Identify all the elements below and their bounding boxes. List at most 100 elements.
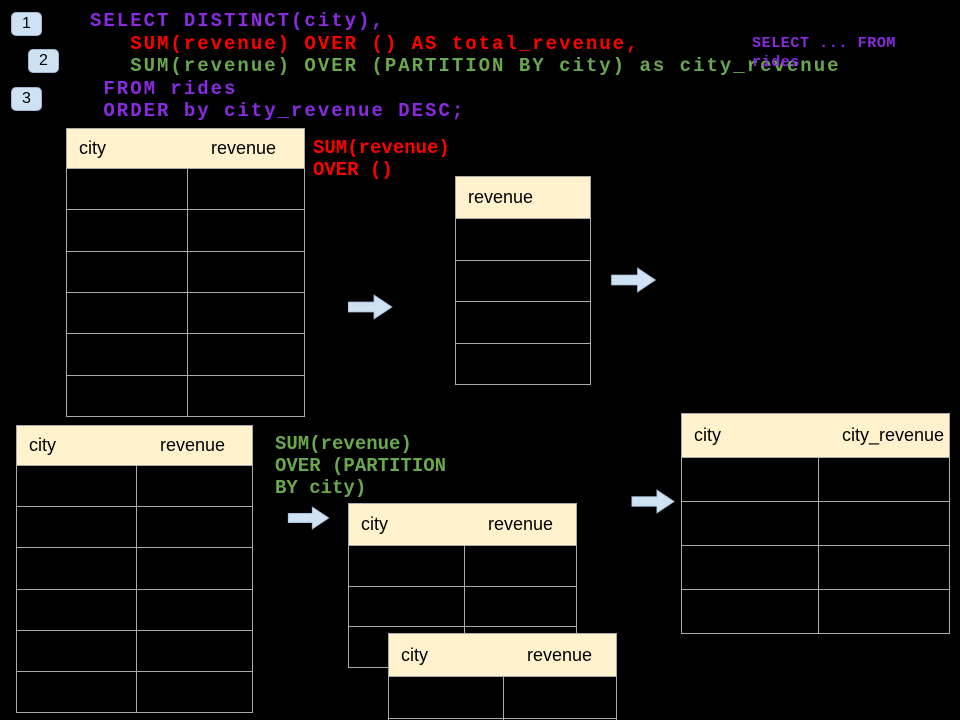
table-cell-empty	[818, 458, 949, 501]
table-body	[682, 458, 949, 633]
table-cell-empty	[503, 677, 616, 718]
table-row	[17, 588, 252, 630]
table-cell-empty	[818, 590, 949, 633]
table-row	[67, 374, 304, 416]
table-cell-empty	[349, 546, 464, 586]
column-header: revenue	[476, 504, 576, 545]
table-row	[17, 629, 252, 671]
table-cell-empty	[67, 334, 187, 374]
table-cell-empty	[682, 590, 818, 633]
code-line: rides	[752, 54, 801, 71]
column-header: city_revenue	[830, 414, 949, 457]
table-cell-empty	[17, 672, 136, 712]
table-row	[67, 291, 304, 334]
table-cell-empty	[17, 466, 136, 506]
table-cell-empty	[187, 169, 304, 210]
column-header: revenue	[456, 177, 590, 218]
step-badge-3: 3	[11, 87, 42, 111]
table-cell-empty	[136, 671, 252, 713]
column-header: revenue	[199, 129, 304, 168]
table-row	[67, 209, 304, 251]
table-row	[682, 458, 949, 501]
table-cell-empty	[136, 589, 252, 630]
table-row	[17, 547, 252, 589]
table-cell-empty	[17, 631, 136, 671]
code-line: SUM(revenue)	[313, 137, 450, 159]
table-cell-empty	[67, 293, 187, 333]
table-row	[389, 717, 616, 720]
flow-arrow-partition-2	[631, 489, 675, 514]
table-cell-empty	[456, 302, 590, 343]
table-row	[67, 333, 304, 375]
sql-query-code: SELECT DISTINCT(city), SUM(revenue) OVER…	[90, 10, 841, 123]
table-cell-empty	[503, 718, 616, 720]
table-cell-empty	[67, 210, 187, 250]
table-header-row: revenue	[456, 177, 590, 219]
step-badge-2: 2	[28, 49, 59, 73]
table-cell-empty	[187, 210, 304, 251]
table-cell-empty	[67, 169, 187, 209]
code-line: OVER (PARTITION	[275, 455, 447, 477]
table-cell-empty	[456, 261, 590, 302]
table-cell-empty	[136, 466, 252, 507]
column-header: city	[682, 414, 830, 457]
table-cell-empty	[136, 507, 252, 548]
table-cell-empty	[136, 548, 252, 589]
code-line: SELECT DISTINCT(city),	[90, 10, 385, 32]
table-cell-empty	[456, 219, 590, 260]
table-total-revenue-result: revenue	[455, 176, 591, 385]
table-row	[17, 670, 252, 713]
code-line: ORDER by city_revenue DESC;	[90, 100, 466, 122]
table-cell-empty	[187, 292, 304, 334]
flow-arrow-partition-1	[287, 506, 330, 530]
table-cell-empty	[187, 375, 304, 416]
step-badge-1: 1	[11, 12, 42, 36]
table-row	[456, 301, 590, 343]
table-cell-empty	[67, 376, 187, 416]
code-line: BY city)	[275, 477, 367, 499]
table-body	[67, 169, 304, 416]
code-line: OVER ()	[313, 159, 393, 181]
table-row	[67, 169, 304, 210]
table-cell-empty	[17, 590, 136, 630]
table-cell-empty	[67, 252, 187, 292]
table-cell-empty	[136, 630, 252, 671]
table-row	[17, 506, 252, 548]
table-cell-empty	[349, 587, 464, 627]
table-cell-empty	[464, 546, 576, 586]
table-row	[389, 677, 616, 718]
table-cell-empty	[464, 586, 576, 627]
table-row	[456, 342, 590, 385]
table-cell-empty	[187, 251, 304, 292]
table-cell-empty	[682, 458, 818, 501]
column-header: city	[389, 634, 515, 676]
column-header: city	[67, 129, 199, 168]
table-cell-empty	[456, 344, 590, 385]
flow-arrow-total-1	[348, 294, 393, 320]
column-header: city	[17, 426, 148, 465]
column-header: revenue	[515, 634, 616, 676]
table-body	[456, 219, 590, 384]
table-cell-empty	[17, 507, 136, 547]
table-row	[682, 589, 949, 633]
table-row	[17, 466, 252, 507]
table-row	[456, 219, 590, 260]
annotation-over-total: SUM(revenue)OVER ()	[313, 137, 450, 181]
code-line: FROM rides	[90, 77, 238, 100]
table-row	[682, 501, 949, 545]
table-cell-empty	[818, 546, 949, 589]
table-body	[17, 466, 252, 713]
table-cell-empty	[818, 502, 949, 545]
